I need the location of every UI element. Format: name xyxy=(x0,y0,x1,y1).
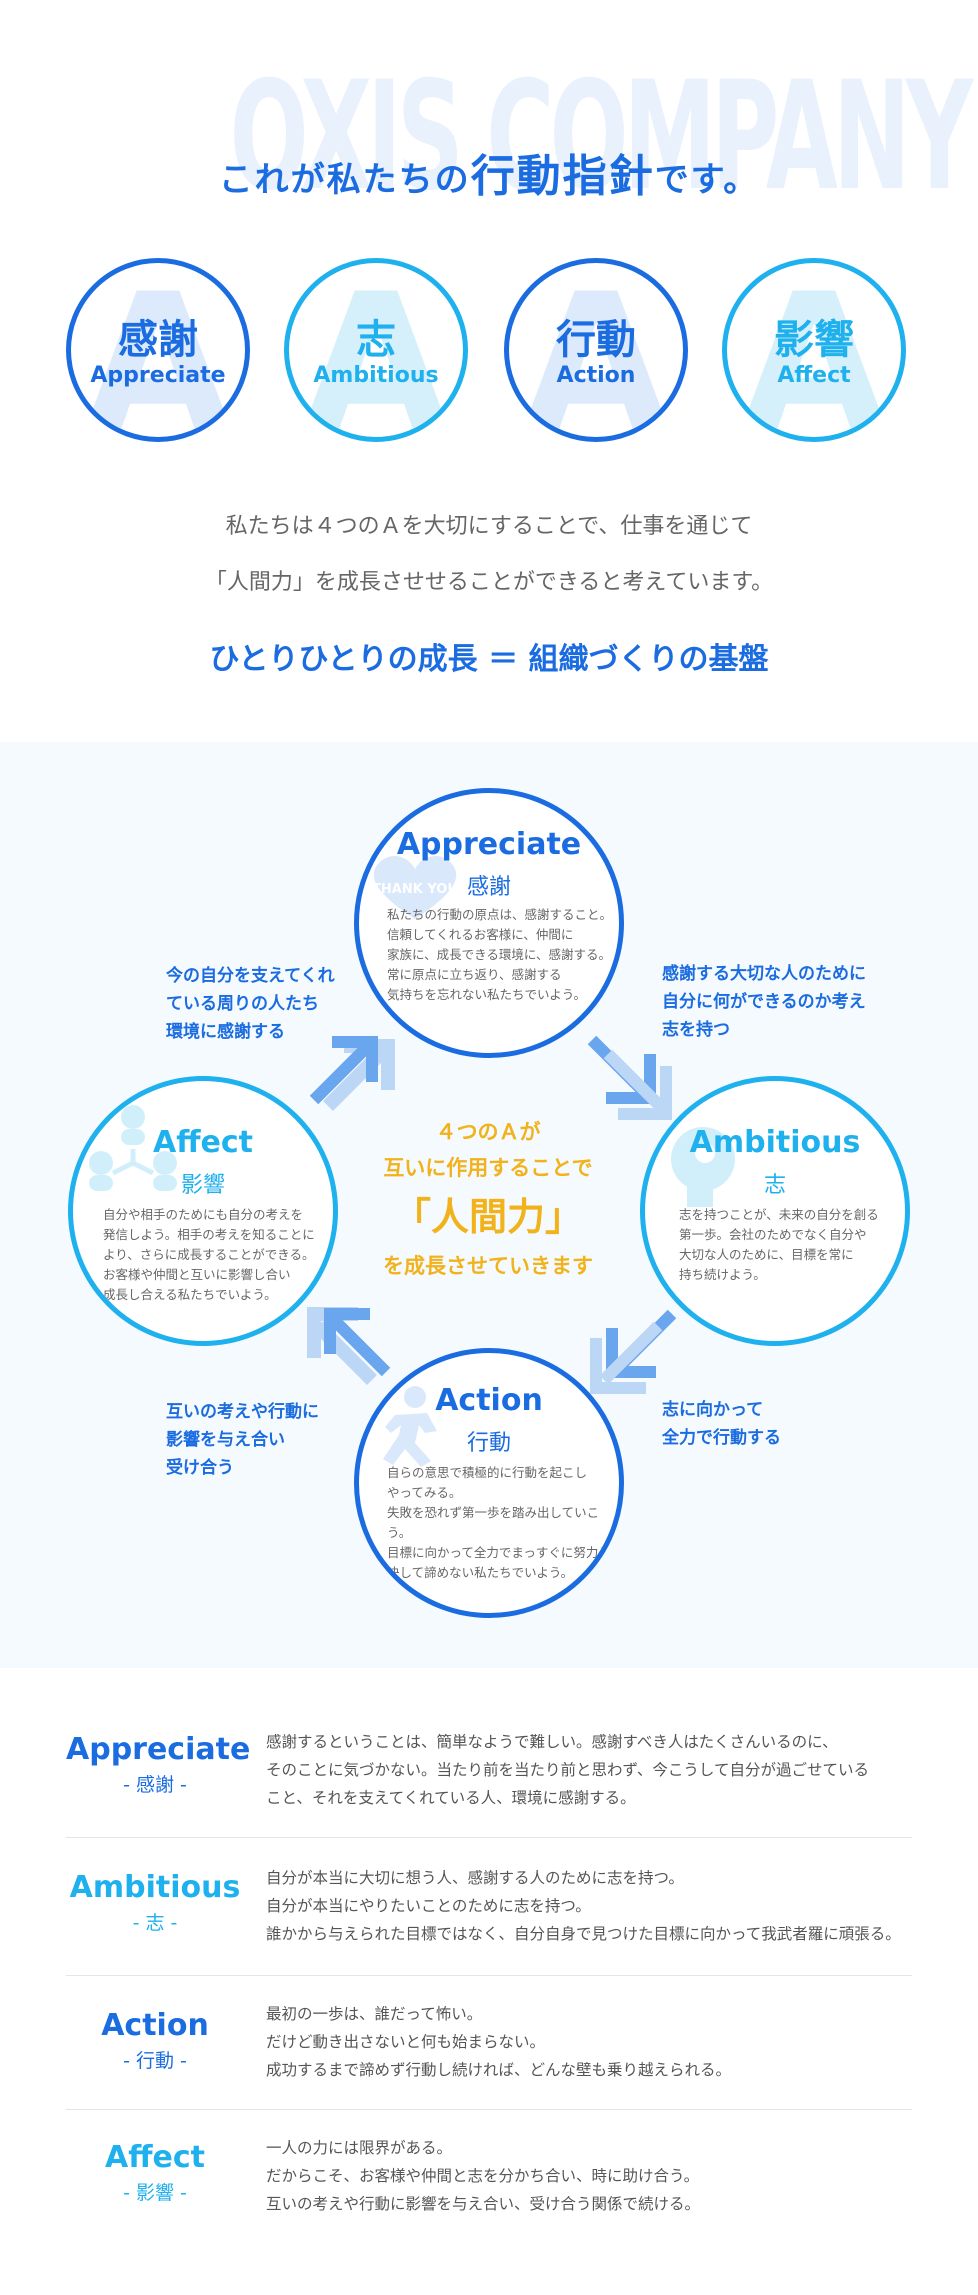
title-suffix: です。 xyxy=(654,160,760,200)
ghost-letter-a: A xyxy=(84,258,232,442)
idea-head-icon xyxy=(671,1127,735,1207)
side-text-bottom-right: 志に向かって 全力で行動する xyxy=(662,1400,781,1448)
page-title: これが私たちの行動指針です。 xyxy=(0,140,978,204)
cycle-subtitle: 影響 xyxy=(180,1173,225,1198)
cycle-title: Affect xyxy=(153,1125,253,1160)
cycle-body: 自分や相手のためにも自分の考えを 発信しよう。相手の考えを知ることに より、さら… xyxy=(103,1207,315,1302)
circle-kanji: 感謝 xyxy=(118,317,198,363)
cycle-subtitle: 感謝 xyxy=(466,875,511,900)
detail-kanji: - 行動 - xyxy=(123,2050,187,2072)
side-text-bottom-left: 互いの考えや行動に 影響を与え合い 受け合う xyxy=(166,1402,319,1478)
detail-name: Action xyxy=(101,2008,209,2043)
detail-text: 感謝するということは、簡単なようで難しい。感謝すべき人はたくさんいるのに、 その… xyxy=(266,1733,869,1807)
detail-heading: Ambitious - 志 - xyxy=(66,1868,244,1938)
arrow-up-left-icon xyxy=(307,1307,391,1385)
title-prefix: これが私たちの xyxy=(218,160,471,200)
circle-kanji: 行動 xyxy=(556,317,636,363)
cycle-body: 私たちの行動の原点は、感謝すること。 信頼してくれるお客様に、仲間に 家族に、成… xyxy=(387,907,613,1002)
detail-name: Affect xyxy=(105,2140,205,2175)
motto: ひとりひとりの成長 ＝ 組織づくりの基盤 xyxy=(209,642,769,677)
circle-affect: A 影響 Affect xyxy=(722,258,906,442)
running-person-icon xyxy=(383,1386,437,1467)
cycle-circle-appreciate: THANK YOU Appreciate 感謝 私たちの行動の原点は、感謝するこ… xyxy=(354,788,624,1058)
detail-kanji: - 志 - xyxy=(132,1912,178,1934)
detail-heading: Action - 行動 - xyxy=(66,2006,244,2076)
hero-section: OXIS COMPANY これが私たちの行動指針です。 xyxy=(0,0,978,240)
arrow-down-left-icon xyxy=(590,1309,677,1394)
side-text-top-right: 感謝する大切な人のために 自分に何ができるのか考え 志を持つ xyxy=(662,964,866,1040)
side-text-top-left: 今の自分を支えてくれ ている周りの人たち 環境に感謝する xyxy=(166,966,335,1042)
intro-line-2: 「人間力」を成長させせることができると考えています。 xyxy=(204,570,774,595)
detail-heading: Appreciate - 感謝 - xyxy=(66,1730,251,1800)
center-line-4: を成長させていきます xyxy=(383,1254,593,1278)
cycle-title: Action xyxy=(435,1383,543,1418)
cycle-subtitle: 志 xyxy=(763,1173,786,1198)
detail-name: Appreciate xyxy=(66,1732,251,1767)
detail-heading: Affect - 影響 - xyxy=(66,2138,244,2208)
circle-english: Ambitious xyxy=(313,363,439,388)
four-a-circles: A 感謝 Appreciate A 志 Ambitious A 行動 Actio… xyxy=(0,258,978,442)
title-emphasis: 行動指針 xyxy=(470,151,655,202)
intro-line-1: 私たちは４つのＡを大切にすることで、仕事を通じて xyxy=(225,514,753,539)
detail-kanji: - 影響 - xyxy=(123,2182,187,2204)
ghost-letter-a: A xyxy=(740,258,888,442)
cycle-title: Ambitious xyxy=(689,1125,861,1160)
circle-appreciate: A 感謝 Appreciate xyxy=(66,258,250,442)
people-network-icon xyxy=(89,1105,177,1191)
cycle-circle-ambitious: Ambitious 志 志を持つことが、未来の自分を創る 第一歩。会社のためでな… xyxy=(640,1076,910,1346)
detail-row-affect: Affect - 影響 - 一人の力には限界がある。 だからこそ、お客様や仲間と… xyxy=(66,2110,912,2240)
arrow-up-right-icon xyxy=(309,1036,395,1111)
details-list: Appreciate - 感謝 - 感謝するということは、簡単なようで難しい。感… xyxy=(66,1706,912,2240)
detail-kanji: - 感謝 - xyxy=(123,1774,187,1796)
cycle-subtitle: 行動 xyxy=(466,1431,511,1456)
detail-text: 最初の一歩は、誰だって怖い。 だけど動き出さないと何も始まらない。 成功するまで… xyxy=(266,2005,732,2079)
arrow-down-right-icon xyxy=(587,1035,672,1120)
detail-text: 自分が本当に大切に想う人、感謝する人のために志を持つ。 自分が本当にやりたいこと… xyxy=(266,1869,901,1943)
circle-english: Appreciate xyxy=(90,363,226,388)
detail-name: Ambitious xyxy=(69,1870,241,1905)
detail-row-ambitious: Ambitious - 志 - 自分が本当に大切に想う人、感謝する人のために志を… xyxy=(66,1838,912,1976)
heart-icon-label: THANK YOU xyxy=(372,882,458,897)
ghost-letter-a: A xyxy=(522,258,670,442)
detail-row-action: Action - 行動 - 最初の一歩は、誰だって怖い。 だけど動き出さないと何… xyxy=(66,1976,912,2110)
center-line-1: ４つのＡが xyxy=(435,1120,541,1144)
cycle-center-text: ４つのＡが 互いに作用することで 「人間力」 を成長させていきます xyxy=(338,1114,638,1284)
circle-kanji: 志 xyxy=(356,317,396,363)
detail-row-appreciate: Appreciate - 感謝 - 感謝するということは、簡単なようで難しい。感… xyxy=(66,1706,912,1838)
cycle-circle-action: Action 行動 自らの意思で積極的に行動を起こし やってみる。 失敗を恐れず… xyxy=(354,1348,624,1618)
circle-english: Action xyxy=(556,363,636,388)
circle-english: Affect xyxy=(777,363,851,388)
cycle-body: 自らの意思で積極的に行動を起こし やってみる。 失敗を恐れず第一歩を踏み出してい… xyxy=(387,1465,611,1580)
cycle-circle-affect: Affect 影響 自分や相手のためにも自分の考えを 発信しよう。相手の考えを知… xyxy=(68,1076,338,1346)
center-line-2: 互いに作用することで xyxy=(383,1156,593,1180)
circle-action: A 行動 Action xyxy=(504,258,688,442)
circle-ambitious: A 志 Ambitious xyxy=(284,258,468,442)
center-line-3: 「人間力」 xyxy=(392,1195,583,1239)
detail-text: 一人の力には限界がある。 だからこそ、お客様や仲間と志を分かち合い、時に助け合う… xyxy=(266,2139,701,2213)
cycle-body: 志を持つことが、未来の自分を創る 第一歩。会社のためでなく自分や 大切な人のため… xyxy=(679,1207,879,1282)
cycle-section: THANK YOU Appreciate 感謝 私たちの行動の原点は、感謝するこ… xyxy=(0,742,978,1668)
cycle-title: Appreciate xyxy=(396,827,582,862)
heart-icon: THANK YOU xyxy=(372,855,458,919)
circle-kanji: 影響 xyxy=(774,317,854,363)
ghost-letter-a: A xyxy=(302,258,450,442)
